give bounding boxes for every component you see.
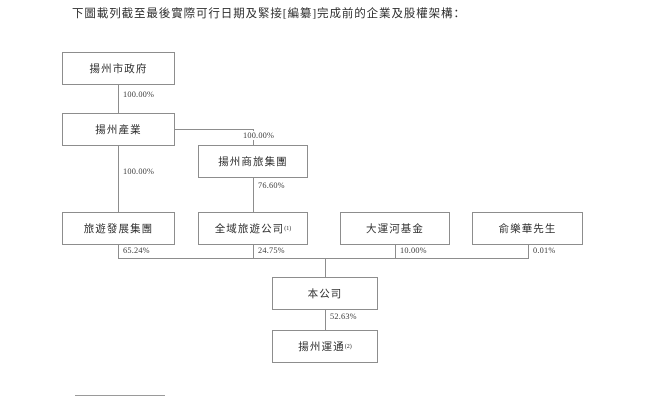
- chart-caption: 下圖載列截至最後實際可行日期及緊接[編纂]完成前的企業及股權架構：: [72, 8, 466, 20]
- connector-quanyu-drop: [253, 245, 254, 258]
- node-grand-canal-fund[interactable]: 大運河基金: [340, 212, 450, 245]
- node-label: 揚州商旅集團: [218, 157, 288, 168]
- node-label: 旅遊發展集團: [83, 224, 154, 235]
- node-label: 俞樂華先生: [498, 224, 557, 235]
- node-footnote-marker: (1): [284, 225, 292, 232]
- footnote-separator-rule: [75, 395, 165, 396]
- pct-industry-to-tourism-group: 100.00%: [122, 167, 156, 176]
- connector-commerce-to-quanyu: [253, 178, 254, 212]
- node-label: 揚州市政府: [89, 64, 148, 75]
- node-quanyu-tourism-company[interactable]: 全域旅遊公司(1): [198, 212, 308, 245]
- pct-industry-to-commerce: 100.00%: [242, 131, 276, 140]
- pct-tourism-group-to-company: 65.24%: [122, 246, 151, 255]
- connector-yu-lehua-drop: [528, 245, 529, 258]
- node-label: 大運河基金: [366, 224, 424, 235]
- connector-shareholders-bus: [118, 258, 529, 259]
- connector-industry-to-tourism-group: [118, 146, 119, 212]
- pct-grand-canal-to-company: 10.00%: [399, 246, 428, 255]
- connector-company-to-yuntong: [325, 310, 326, 330]
- node-label: 全域旅遊公司: [214, 224, 285, 235]
- pct-company-to-yuntong: 52.63%: [329, 312, 358, 321]
- node-yangzhou-industry[interactable]: 揚州產業: [62, 113, 175, 146]
- node-label: 揚州產業: [95, 125, 142, 136]
- node-label: 揚州運通: [298, 342, 345, 353]
- pct-yu-lehua-to-company: 0.01%: [532, 246, 557, 255]
- node-label: 本公司: [307, 289, 343, 300]
- node-mr-yu-lehua[interactable]: 俞樂華先生: [472, 212, 583, 245]
- node-footnote-marker: (2): [344, 343, 352, 350]
- connector-bus-to-company: [325, 258, 326, 277]
- node-yangzhou-municipal-government[interactable]: 揚州市政府: [62, 52, 175, 85]
- node-yangzhou-yuntong[interactable]: 揚州運通(2): [272, 330, 378, 363]
- node-the-company[interactable]: 本公司: [272, 277, 378, 310]
- node-yangzhou-commerce-travel-group[interactable]: 揚州商旅集團: [198, 145, 308, 178]
- pct-commerce-to-quanyu: 76.60%: [257, 181, 286, 190]
- node-tourism-development-group[interactable]: 旅遊發展集團: [62, 212, 175, 245]
- connector-tourism-group-drop: [118, 245, 119, 258]
- connector-industry-to-commerce-horizontal: [175, 129, 253, 130]
- pct-quanyu-to-company: 24.75%: [257, 246, 286, 255]
- pct-government-to-industry: 100.00%: [122, 90, 156, 99]
- connector-grand-canal-drop: [395, 245, 396, 258]
- connector-government-to-industry: [118, 85, 119, 113]
